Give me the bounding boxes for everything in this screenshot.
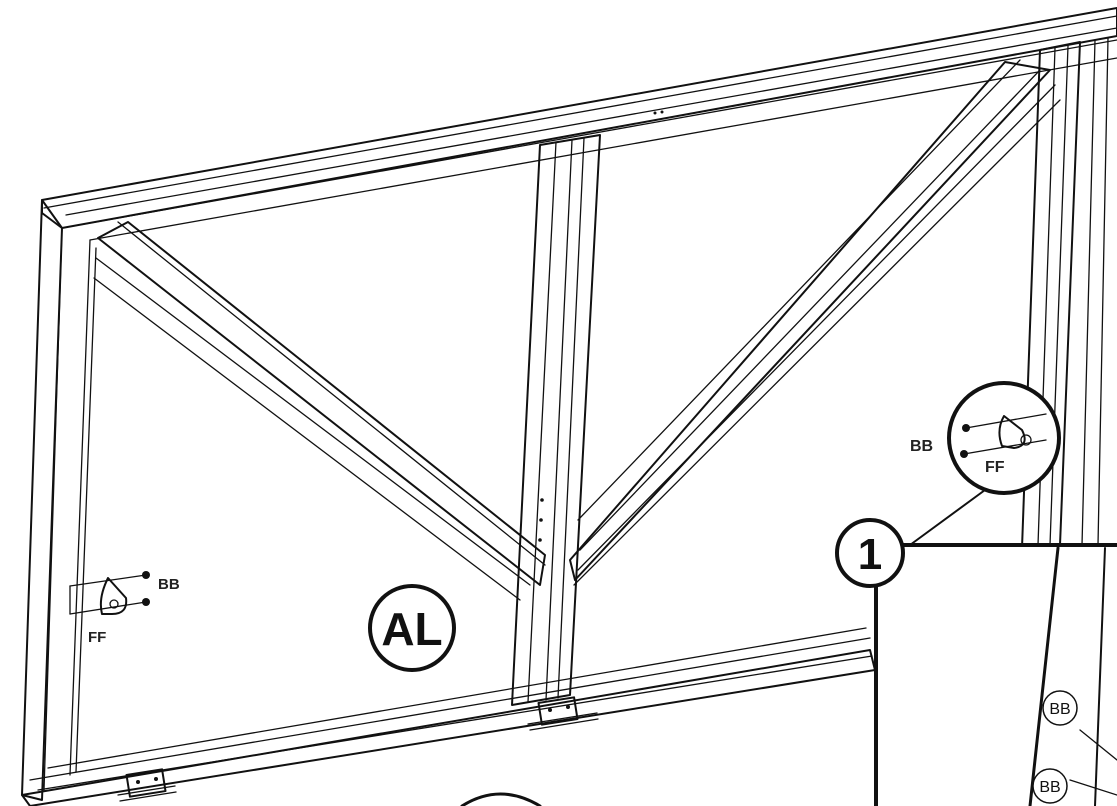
detail-bb-1-bubble: BB: [1042, 690, 1078, 726]
right-bb-label: BB: [910, 438, 933, 455]
bottom-partial-circle: [460, 792, 542, 806]
step-number-bubble: 1: [835, 518, 905, 588]
right-zoom-detail: [909, 381, 1061, 546]
hinge-center-icon: [527, 696, 599, 731]
detail-bb-1-text: BB: [1049, 701, 1070, 718]
detail-bb-2-bubble: BB: [1032, 768, 1068, 804]
right-ff-label: FF: [985, 459, 1005, 476]
right-diagonal-brace: [569, 59, 1061, 586]
hinge-left-icon: [117, 768, 177, 802]
left-bracket-icon: [69, 571, 150, 615]
left-diagonal-brace: [93, 221, 546, 601]
step-number-text: 1: [858, 530, 882, 579]
left-ff-label: FF: [88, 629, 106, 646]
center-post: [511, 134, 601, 706]
left-bb-label: BB: [158, 576, 180, 593]
part-label-bubble: AL: [368, 584, 456, 672]
part-label-text: AL: [381, 603, 442, 655]
outer-frame: [21, 7, 1117, 806]
step-detail-panel: [874, 543, 1117, 806]
detail-bb-2-text: BB: [1039, 779, 1060, 796]
